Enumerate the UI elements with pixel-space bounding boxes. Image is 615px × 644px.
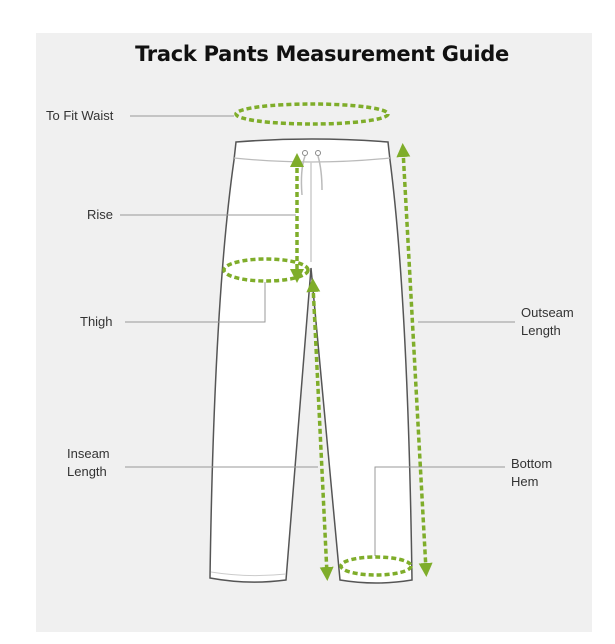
label-inseam-line1: Inseam [67, 446, 110, 461]
label-outseam-line2: Length [521, 323, 561, 338]
leader-lines [120, 115, 515, 556]
label-inseam: Inseam Length [67, 445, 110, 481]
label-thigh: Thigh [80, 314, 113, 329]
pants-outline [209, 138, 413, 584]
label-hem-line2: Hem [511, 474, 539, 489]
outseam-arrow [396, 143, 433, 577]
label-hem-line1: Bottom [511, 456, 553, 471]
thigh-measure-ellipse [222, 257, 310, 283]
diagram-title: Track Pants Measurement Guide [135, 42, 509, 66]
waist-measure-ellipse [234, 102, 390, 126]
inseam-arrow [306, 278, 334, 581]
label-bottom-hem: Bottom Hem [511, 455, 552, 491]
label-outseam-line1: Outseam [521, 305, 574, 320]
waistband-line [233, 157, 391, 163]
label-outseam: Outseam Length [521, 304, 574, 340]
label-rise: Rise [87, 207, 114, 222]
label-inseam-line2: Length [67, 464, 107, 479]
label-waist: To Fit Waist [46, 108, 114, 123]
hem-line-left [210, 571, 287, 577]
drawstring-eyelet [315, 150, 321, 156]
